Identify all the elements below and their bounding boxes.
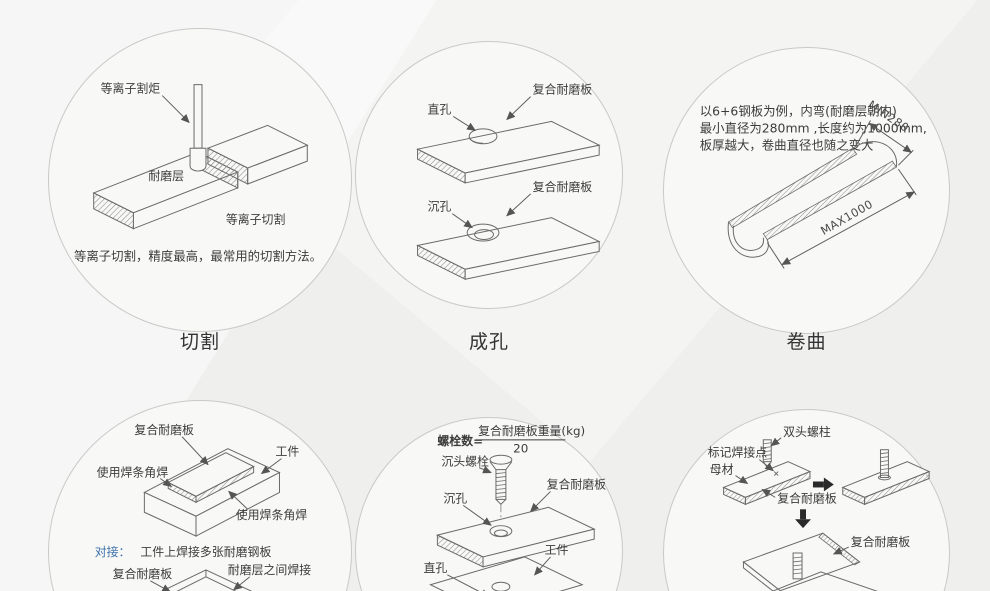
straight-hole-label: 直孔 (423, 561, 447, 575)
wear-plate-label-2: 复合耐磨板 (113, 567, 173, 581)
plate-counterbore (416, 217, 601, 281)
holing-diagram: 直孔 复合耐磨板 沉孔 复合耐磨板 (416, 83, 601, 281)
wear-plate-label: 复合耐磨板 (547, 477, 607, 491)
curled-plate (727, 141, 897, 258)
wear-plate-label: 复合耐磨板 (777, 491, 837, 505)
curling-title: 卷曲 (786, 331, 827, 353)
stud-label: 双头螺柱 (783, 425, 831, 439)
torch-label: 等离子割炬 (101, 82, 161, 96)
base-material-label: 母材 (710, 463, 734, 477)
straight-hole-label: 直孔 (427, 102, 451, 116)
countersunk-bolt (489, 454, 513, 506)
plate-label-bottom: 复合耐磨板 (533, 180, 593, 194)
circle-studding: 双头螺柱 标记焊接点 母材 复合耐磨板 (663, 409, 950, 591)
holing-title: 成孔 (468, 331, 509, 353)
butt-joint-text: 工件上焊接多张耐磨钢板 (140, 545, 271, 559)
cutting-caption: 等离子切割，精度最高，最常用的切割方法。 (74, 248, 322, 263)
arrow-down-icon (795, 509, 811, 529)
formula-denominator: 20 (513, 442, 528, 456)
wear-plate-on-top (167, 452, 255, 504)
countersunk-bolt-label: 沉头螺栓 (441, 455, 489, 469)
formula-numerator: 复合耐磨板重量(kg) (478, 424, 585, 438)
workpiece-label: 工件 (545, 543, 569, 557)
curling-diagram: 以6+6钢板为例，内弯(耐磨层朝内) 最小直径为280mm ,长度约为1000m… (700, 97, 927, 269)
bolt-count-formula: 螺栓数= 复合耐磨板重量(kg) 20 (437, 424, 585, 456)
welding-diagram: 复合耐磨板 工件 使用焊条角焊 使用焊条角焊 对接： 工件上焊接多张耐磨钢板 复… (95, 423, 311, 591)
circle-cutting: 等离子割炬 耐磨层 等离子切割 等离子切割，精度最高，最常用的切割方法。 (48, 28, 352, 332)
cutting-title: 切割 (179, 331, 220, 353)
counterbore-label: 沉孔 (443, 491, 467, 505)
wear-layer-label: 耐磨层 (148, 169, 184, 183)
stud-welded (877, 449, 891, 481)
studding-diagram: 双头螺柱 标记焊接点 母材 复合耐磨板 (708, 425, 931, 591)
curling-note-line1: 以6+6钢板为例，内弯(耐磨层朝内) (700, 104, 897, 119)
workpiece-label: 工件 (276, 445, 300, 459)
wear-plate-label: 复合耐磨板 (134, 423, 194, 437)
butt-joint-prefix: 对接： (95, 545, 131, 559)
cutting-diagram: 等离子割炬 耐磨层 等离子切割 等离子切割，精度最高，最常用的切割方法。 (74, 82, 322, 264)
plate-right-piece (206, 124, 309, 185)
weld-mark-label: 标记焊接点 (708, 446, 768, 460)
counterbore-label: 沉孔 (427, 200, 451, 214)
wear-plate-with-counterbore (435, 506, 596, 568)
circle-bolting: 螺栓数= 复合耐磨板重量(kg) 20 沉头螺栓 (355, 417, 623, 591)
circle-welding: 复合耐磨板 工件 使用焊条角焊 使用焊条角焊 对接： 工件上焊接多张耐磨钢板 复… (48, 400, 352, 591)
bolting-diagram: 螺栓数= 复合耐磨板重量(kg) 20 沉头螺栓 (423, 424, 607, 591)
circle-holing: 直孔 复合耐磨板 沉孔 复合耐磨板 (355, 41, 623, 309)
wear-plate-label-2: 复合耐磨板 (851, 535, 911, 549)
arrow-right-icon (812, 477, 834, 492)
curling-note-line3: 板厚越大，卷曲直径也随之变大 (700, 137, 874, 152)
plasma-torch (189, 84, 207, 172)
fillet-weld-label-right: 使用焊条角焊 (236, 508, 308, 522)
plate-label-top: 复合耐磨板 (533, 83, 593, 97)
fillet-weld-label-left: 使用焊条角焊 (97, 466, 169, 480)
seam-weld-label: 耐磨层之间焊接 (228, 563, 311, 577)
plate-straight-hole (416, 120, 601, 184)
formula-lhs: 螺栓数= (437, 434, 483, 448)
circle-curling: 以6+6钢板为例，内弯(耐磨层朝内) 最小直径为280mm ,长度约为1000m… (663, 47, 950, 334)
plasma-cut-label: 等离子切割 (226, 213, 286, 227)
workpiece-plate (429, 556, 584, 591)
